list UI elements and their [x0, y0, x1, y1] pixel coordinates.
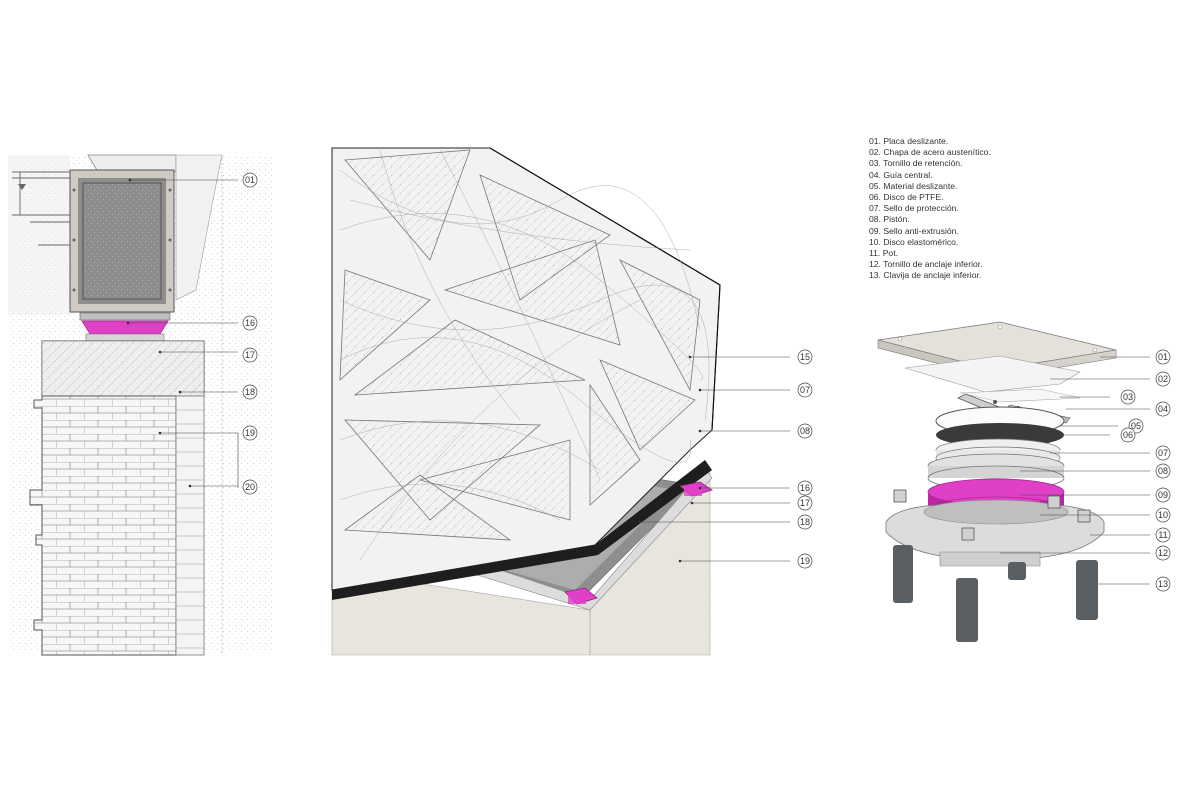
brick-wall: [29, 395, 177, 656]
exploded-callout-04: 04: [1155, 401, 1171, 417]
exploded-callout-06: 06: [1120, 427, 1136, 443]
legend-item: 08. Pistón.: [869, 214, 910, 225]
svg-text:20: 20: [245, 482, 255, 492]
axonometric-panel: 15 07 08 16 17 18 19: [331, 147, 813, 656]
svg-text:15: 15: [800, 352, 810, 362]
svg-text:17: 17: [800, 498, 810, 508]
legend-item: 12. Tornillo de anclaje inferior.: [869, 259, 983, 270]
section-callout-20: 20: [242, 479, 258, 495]
svg-text:18: 18: [245, 387, 255, 397]
legend-item: 04. Guía central.: [869, 169, 933, 180]
svg-text:07: 07: [800, 385, 810, 395]
axo-callout-16: 16: [797, 480, 813, 496]
svg-text:16: 16: [800, 483, 810, 493]
svg-text:19: 19: [245, 428, 255, 438]
svg-text:02: 02: [1158, 374, 1168, 384]
section-callout-01: 01: [242, 172, 258, 188]
section-callout-19: 19: [242, 425, 258, 441]
axo-callout-15: 15: [797, 349, 813, 365]
section-callout-17: 17: [242, 347, 258, 363]
exploded-panel: 01 02 03 04 05 06 07 08 09 10 11 12 13: [877, 321, 1171, 642]
part-anchor-bolts: [893, 489, 1091, 541]
section-callout-18: 18: [242, 384, 258, 400]
exploded-callout-03: 03: [1120, 389, 1136, 405]
axo-callout-07: 07: [797, 382, 813, 398]
svg-text:12: 12: [1158, 548, 1168, 558]
exploded-callout-13: 13: [1155, 576, 1171, 592]
exploded-callout-07: 07: [1155, 445, 1171, 461]
section-callout-16: 16: [242, 315, 258, 331]
axo-callout-19: 19: [797, 553, 813, 569]
svg-text:01: 01: [1158, 352, 1168, 362]
exploded-callout-11: 11: [1155, 527, 1171, 543]
section-panel: 01 16 17 18 19 20: [8, 154, 274, 656]
legend-item: 11. Pot.: [869, 248, 898, 259]
exploded-callout-12: 12: [1155, 545, 1171, 561]
svg-text:19: 19: [800, 556, 810, 566]
svg-text:11: 11: [1158, 530, 1167, 540]
svg-text:05: 05: [1131, 421, 1141, 431]
legend-item: 06. Disco de PTFE.: [869, 192, 944, 203]
svg-text:17: 17: [245, 350, 255, 360]
axo-callout-18: 18: [797, 514, 813, 530]
legend-item: 10. Disco elastomérico.: [869, 236, 959, 247]
svg-text:18: 18: [800, 517, 810, 527]
legend-item: 03. Tornillo de retención.: [869, 158, 963, 169]
legend-item: 05. Material deslizante.: [869, 180, 958, 191]
svg-text:01: 01: [245, 175, 255, 185]
svg-text:09: 09: [1158, 490, 1168, 500]
svg-text:04: 04: [1158, 404, 1168, 414]
exploded-callout-02: 02: [1155, 371, 1171, 387]
axo-pier: [331, 469, 711, 656]
svg-text:03: 03: [1123, 392, 1133, 402]
svg-text:16: 16: [245, 318, 255, 328]
legend-item: 02. Chapa de acero austenítico.: [869, 147, 991, 158]
svg-text:06: 06: [1123, 430, 1133, 440]
svg-text:13: 13: [1158, 579, 1168, 589]
part-steel-sheet: [904, 355, 1081, 393]
legend-item: 01. Placa deslizante.: [869, 136, 949, 146]
exploded-callout-09: 09: [1155, 487, 1171, 503]
axo-callout-17: 17: [797, 495, 813, 511]
part-anchor-dowels: [893, 545, 1098, 642]
exploded-callout-01: 01: [1155, 349, 1171, 365]
svg-text:10: 10: [1158, 510, 1168, 520]
legend-item: 07. Sello de protección.: [869, 203, 959, 214]
exploded-callout-10: 10: [1155, 507, 1171, 523]
exploded-callout-08: 08: [1155, 463, 1171, 479]
svg-text:08: 08: [800, 426, 810, 436]
legend-item: 09. Sello anti-extrusión.: [869, 225, 959, 236]
svg-text:07: 07: [1158, 448, 1168, 458]
parts-legend: 01. Placa deslizante. 02. Chapa de acero…: [869, 136, 991, 282]
legend-item: 13. Clavija de anclaje inferior.: [869, 270, 982, 281]
axo-callout-08: 08: [797, 423, 813, 439]
svg-text:08: 08: [1158, 466, 1168, 476]
